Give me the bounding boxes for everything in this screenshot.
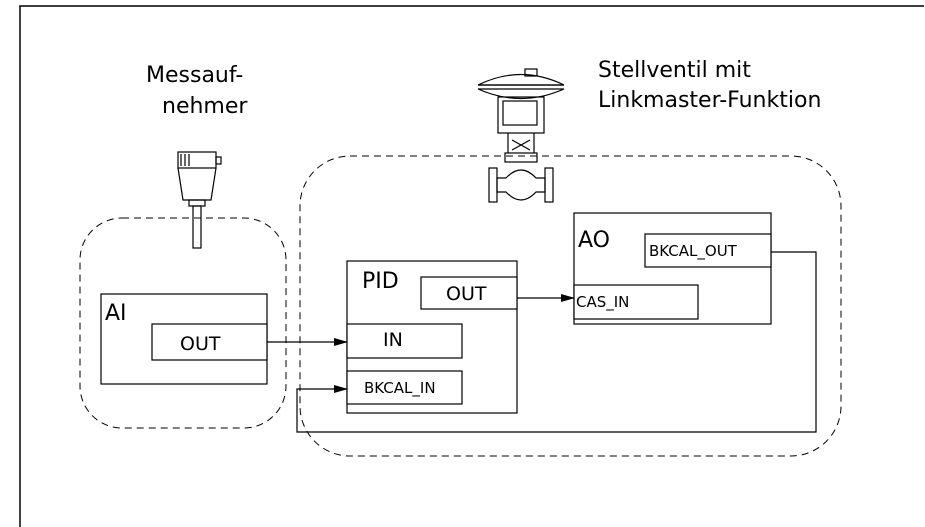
pid-bkcal-in-label: BKCAL_IN — [364, 379, 436, 398]
ao-bkcal-out-label: BKCAL_OUT — [649, 242, 738, 261]
sensor-label-line2: nehmer — [162, 94, 248, 119]
valve-icon — [477, 68, 565, 203]
ai-block: AI OUT — [100, 293, 268, 385]
pid-in-label: IN — [383, 329, 403, 351]
outer-frame — [19, 5, 924, 527]
ai-block-title: AI — [105, 301, 127, 326]
pid-block: PID OUT IN BKCAL_IN — [346, 260, 518, 414]
ao-bkcal-out-port: BKCAL_OUT — [644, 233, 772, 268]
connection-ao-bkcal-out-to-pid-bkcal-in — [296, 251, 817, 433]
pid-bkcal-in-port: BKCAL_IN — [346, 370, 463, 405]
ao-cas-in-port: CAS_IN — [573, 284, 699, 320]
pid-block-title: PID — [362, 269, 399, 294]
pid-out-label: OUT — [446, 283, 487, 305]
sensor-device-group — [79, 217, 287, 429]
ao-block: AO BKCAL_OUT CAS_IN — [573, 212, 772, 325]
valve-device-group — [299, 155, 842, 457]
ai-out-label: OUT — [180, 333, 221, 355]
ai-out-port: OUT — [151, 323, 268, 361]
ao-block-title: AO — [578, 228, 610, 253]
valve-label-line1: Stellventil mit — [598, 58, 751, 83]
sensor-icon — [177, 151, 222, 249]
pid-out-port: OUT — [420, 276, 518, 310]
ao-cas-in-label: CAS_IN — [576, 293, 629, 312]
valve-label-line2: Linkmaster-Funktion — [598, 88, 821, 113]
pid-in-port: IN — [346, 323, 463, 359]
sensor-label-line1: Messauf- — [146, 63, 243, 88]
